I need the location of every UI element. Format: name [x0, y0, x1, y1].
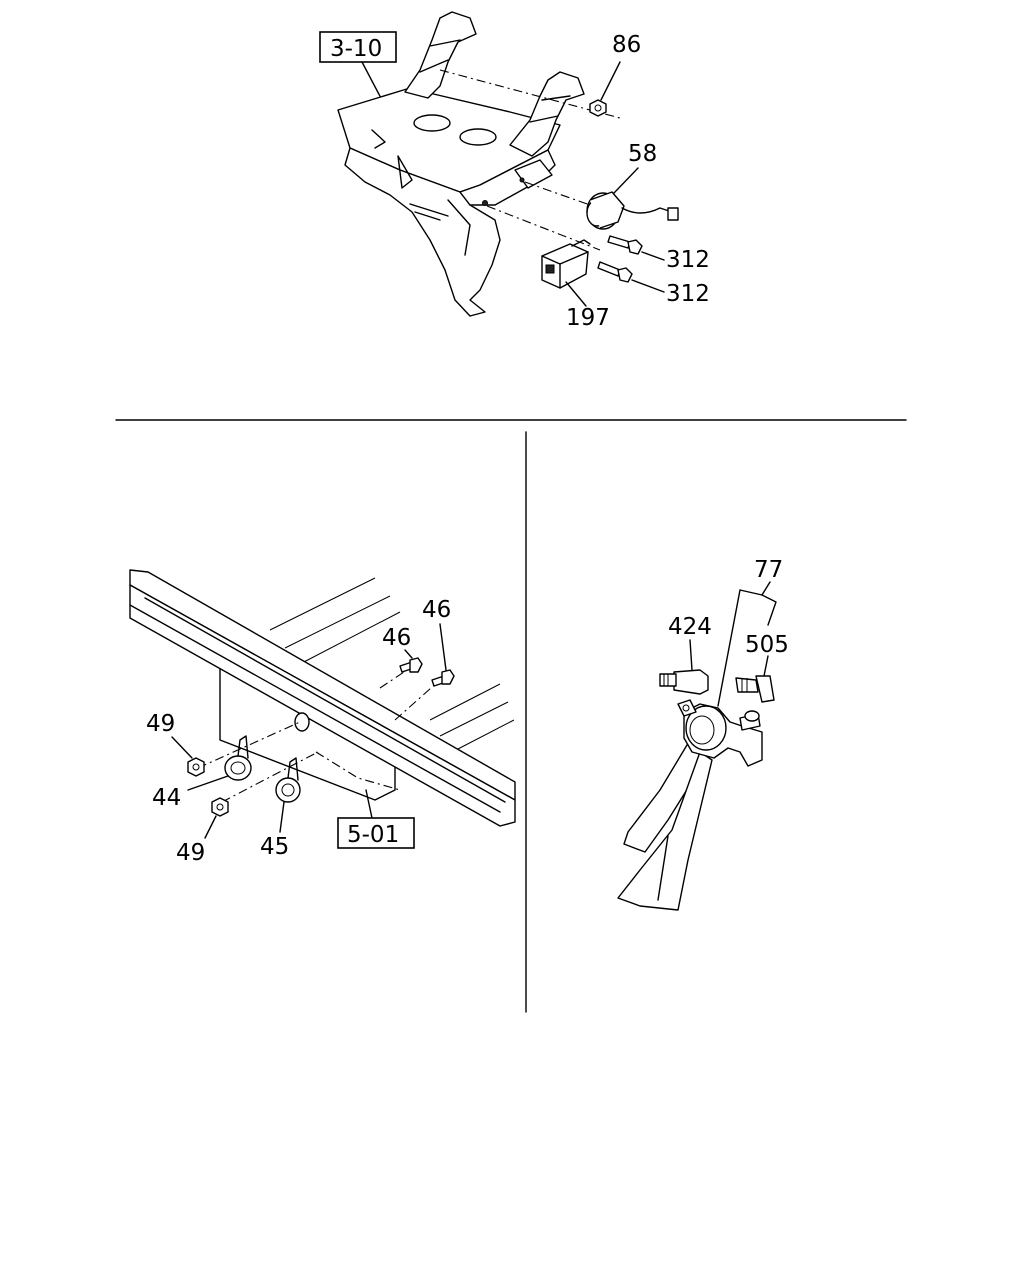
- callout-49-upper: 49: [146, 711, 175, 737]
- frame-rail[interactable]: [129, 569, 516, 827]
- dash-relay: [486, 205, 601, 251]
- horn-58[interactable]: 58: [586, 141, 679, 230]
- horn-44[interactable]: 44: [152, 735, 252, 811]
- dash-ref-5-01: [315, 751, 401, 791]
- callout-45: 45: [260, 834, 289, 860]
- callout-46-left: 46: [382, 625, 411, 651]
- horn-45[interactable]: 45: [260, 757, 301, 860]
- mounting-bracket[interactable]: [337, 11, 585, 317]
- dash-bolt-46-right: [394, 679, 441, 721]
- callout-424: 424: [668, 614, 712, 640]
- bolt-46-left[interactable]: 46: [382, 625, 423, 673]
- callout-44: 44: [152, 785, 181, 811]
- dash-horn-45: [221, 751, 319, 803]
- callout-312-lower: 312: [666, 281, 710, 307]
- callout-77: 77: [754, 557, 783, 583]
- nut-49-upper[interactable]: 49: [146, 711, 205, 777]
- callout-505: 505: [745, 632, 789, 658]
- dash-bolt-46-left: [379, 667, 411, 689]
- callout-49-lower: 49: [176, 840, 205, 866]
- ref-box-5-01-label: 5-01: [347, 822, 399, 848]
- relay-197[interactable]: 197: [541, 239, 610, 331]
- callout-197: 197: [566, 305, 610, 331]
- bolt-312-upper[interactable]: 312: [607, 235, 710, 273]
- top-assembly: 3-10: [319, 11, 710, 331]
- bolt-46-right[interactable]: 46: [422, 597, 455, 687]
- ref-box-3-10[interactable]: 3-10: [319, 31, 397, 63]
- ref-box-5-01[interactable]: 5-01: [337, 789, 415, 849]
- callout-86: 86: [612, 32, 641, 58]
- lower-right-assembly: 77 424 505: [617, 557, 789, 911]
- nut-49-lower[interactable]: 49: [176, 797, 229, 866]
- connector-424[interactable]: 424: [659, 614, 712, 695]
- nut-86[interactable]: 86: [589, 32, 641, 117]
- dash-horn-58: [524, 181, 591, 206]
- bolt-312-lower[interactable]: 312: [597, 261, 710, 307]
- callout-312-upper: 312: [666, 247, 710, 273]
- callout-46-right: 46: [422, 597, 451, 623]
- elbow-505[interactable]: 505: [735, 632, 789, 703]
- leader-3-10: [361, 61, 383, 101]
- horn-77[interactable]: [617, 699, 763, 911]
- horn-77-callout: 77: [717, 557, 783, 707]
- lower-left-assembly: 46 46 49 44 49: [129, 569, 516, 866]
- callout-58: 58: [628, 141, 657, 167]
- ref-box-3-10-label: 3-10: [330, 36, 382, 62]
